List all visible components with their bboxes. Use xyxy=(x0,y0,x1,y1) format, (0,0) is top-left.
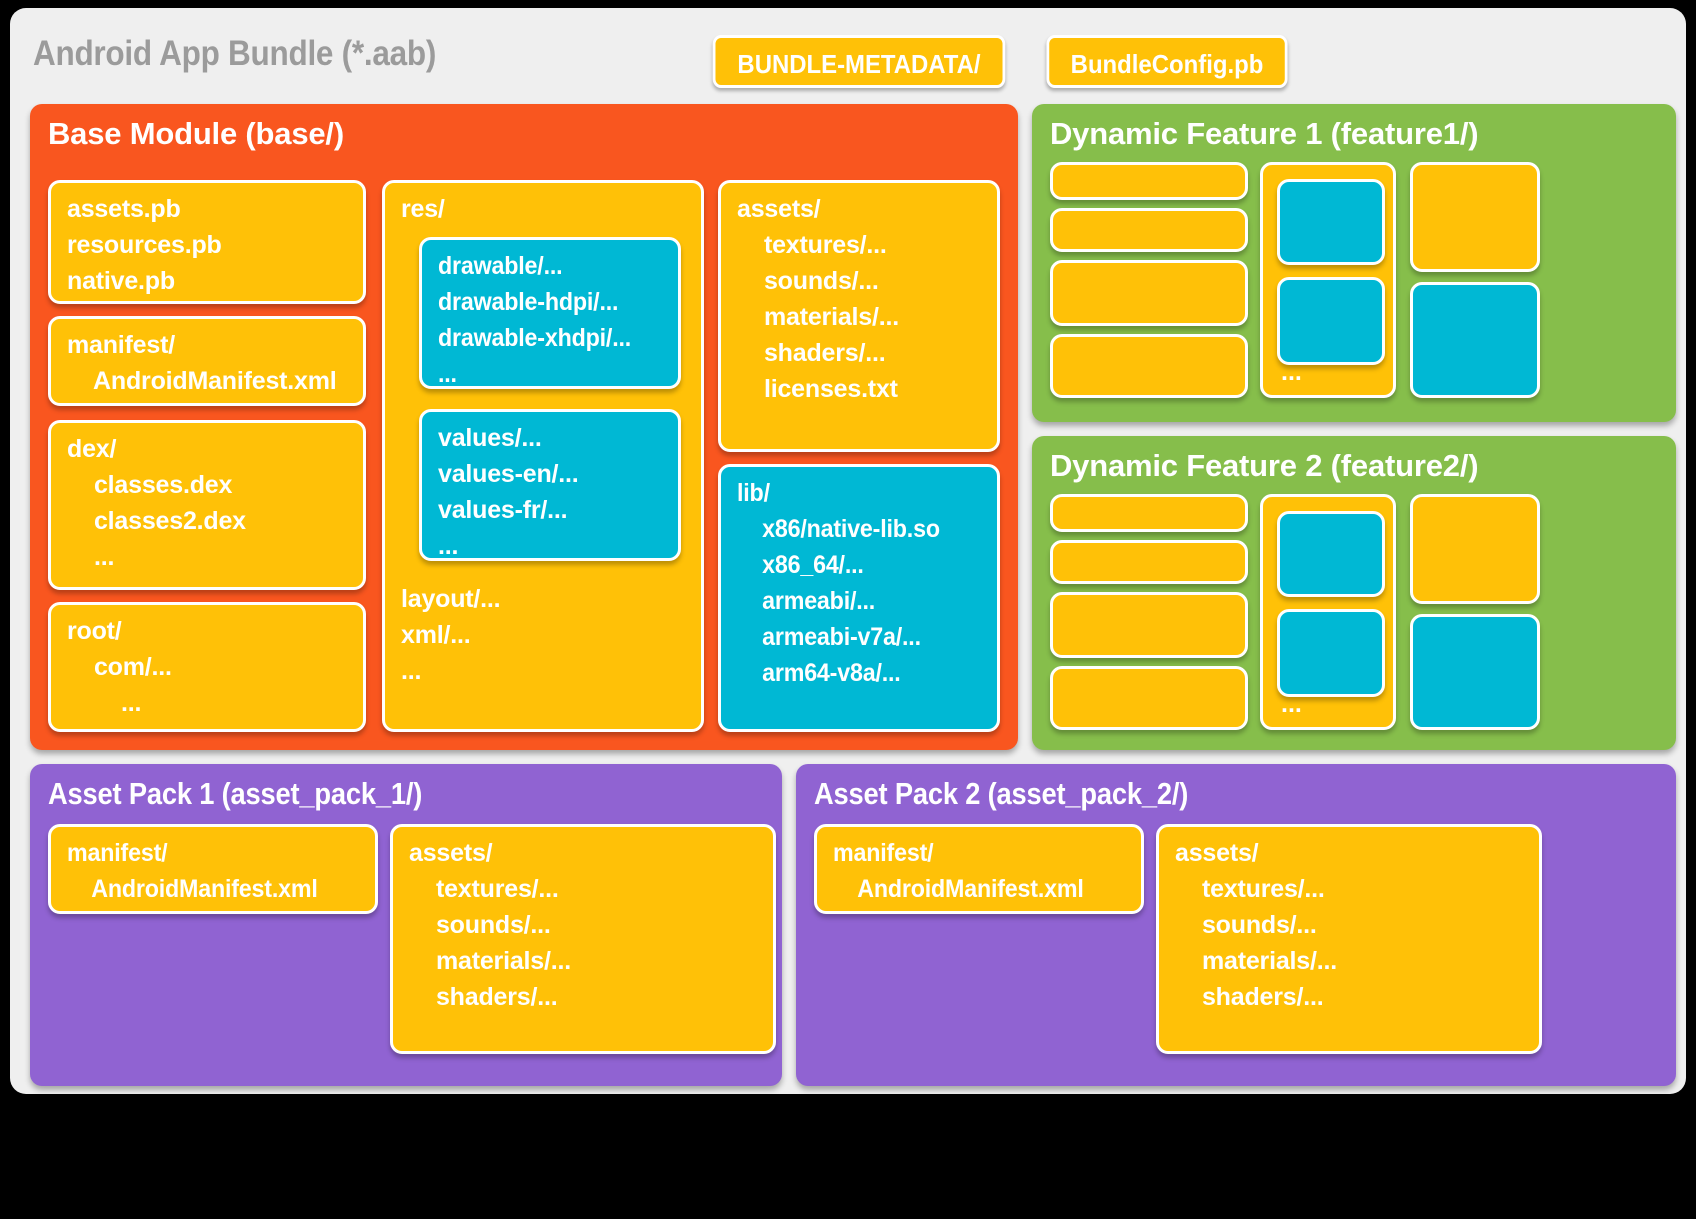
bundle-config-chip[interactable]: BundleConfig.pb xyxy=(1046,35,1288,88)
feature2-card-4[interactable] xyxy=(1050,666,1248,730)
dynamic-feature-2-title: Dynamic Feature 2 (feature2/) xyxy=(1050,448,1479,483)
dynamic-feature-1-panel: Dynamic Feature 1 (feature1/) ... xyxy=(1032,104,1676,422)
feature2-res-sub-1[interactable] xyxy=(1277,511,1385,597)
feature2-res-ellipsis: ... xyxy=(1281,690,1302,718)
card-base-manifest-text: manifest/ AndroidManifest.xml xyxy=(67,331,337,395)
card-res-values-text: values/... values-en/... values-fr/... .… xyxy=(438,424,579,560)
card-base-assets[interactable]: assets/ textures/... sounds/... material… xyxy=(718,180,1000,452)
card-base-dex-text: dex/ classes.dex classes2.dex ... xyxy=(67,435,246,571)
android-app-bundle-container: Android App Bundle (*.aab) BUNDLE-METADA… xyxy=(10,8,1686,1094)
asset-pack-2-assets-text: assets/ textures/... sounds/... material… xyxy=(1175,839,1337,1011)
feature1-card-5[interactable] xyxy=(1410,162,1540,272)
asset-pack-2-panel: Asset Pack 2 (asset_pack_2/) manifest/ A… xyxy=(796,764,1676,1086)
card-base-lib-text: lib/ x86/native-lib.so x86_64/... armeab… xyxy=(737,479,940,687)
asset-pack-1-panel: Asset Pack 1 (asset_pack_1/) manifest/ A… xyxy=(30,764,782,1086)
feature1-card-6[interactable] xyxy=(1410,282,1540,398)
feature1-res-sub-1[interactable] xyxy=(1277,179,1385,265)
dynamic-feature-2-panel: Dynamic Feature 2 (feature2/) ... xyxy=(1032,436,1676,750)
card-base-dex[interactable]: dex/ classes.dex classes2.dex ... xyxy=(48,420,366,590)
asset-pack-1-assets-text: assets/ textures/... sounds/... material… xyxy=(409,839,571,1011)
page-title: Android App Bundle (*.aab) xyxy=(33,34,437,73)
card-base-protos-text: assets.pb resources.pb native.pb xyxy=(67,195,222,295)
card-base-res[interactable]: res/ drawable/... drawable-hdpi/... draw… xyxy=(382,180,704,732)
feature1-card-2[interactable] xyxy=(1050,208,1248,252)
card-res-values[interactable]: values/... values-en/... values-fr/... .… xyxy=(419,409,681,561)
dynamic-feature-1-title: Dynamic Feature 1 (feature1/) xyxy=(1050,116,1479,151)
card-base-lib[interactable]: lib/ x86/native-lib.so x86_64/... armeab… xyxy=(718,464,1000,732)
asset-pack-1-manifest-text: manifest/ AndroidManifest.xml xyxy=(67,839,318,903)
feature1-card-4[interactable] xyxy=(1050,334,1248,398)
card-base-assets-text: assets/ textures/... sounds/... material… xyxy=(737,195,899,403)
asset-pack-1-manifest-card[interactable]: manifest/ AndroidManifest.xml xyxy=(48,824,378,914)
card-base-root-text: root/ com/... ... xyxy=(67,617,172,717)
feature2-card-5[interactable] xyxy=(1410,494,1540,604)
feature1-res-card[interactable]: ... xyxy=(1260,162,1396,398)
feature2-card-3[interactable] xyxy=(1050,592,1248,658)
card-base-res-label: res/ xyxy=(401,195,445,223)
bundle-header: Android App Bundle (*.aab) BUNDLE-METADA… xyxy=(10,8,1686,96)
asset-pack-2-title: Asset Pack 2 (asset_pack_2/) xyxy=(814,776,1189,811)
card-res-drawable[interactable]: drawable/... drawable-hdpi/... drawable-… xyxy=(419,237,681,389)
card-base-root[interactable]: root/ com/... ... xyxy=(48,602,366,732)
feature1-res-ellipsis: ... xyxy=(1281,358,1302,386)
feature2-res-sub-2[interactable] xyxy=(1277,609,1385,697)
base-module-title: Base Module (base/) xyxy=(48,116,344,151)
bundle-metadata-chip[interactable]: BUNDLE-METADATA/ xyxy=(712,35,1006,88)
feature1-card-3[interactable] xyxy=(1050,260,1248,326)
feature2-res-card[interactable]: ... xyxy=(1260,494,1396,730)
feature1-card-1[interactable] xyxy=(1050,162,1248,200)
card-res-drawable-text: drawable/... drawable-hdpi/... drawable-… xyxy=(438,252,632,388)
asset-pack-2-manifest-text: manifest/ AndroidManifest.xml xyxy=(833,839,1084,903)
asset-pack-2-assets-card[interactable]: assets/ textures/... sounds/... material… xyxy=(1156,824,1542,1054)
card-base-res-tail: layout/... xml/... ... xyxy=(401,585,501,685)
feature2-card-6[interactable] xyxy=(1410,614,1540,730)
feature2-card-2[interactable] xyxy=(1050,540,1248,584)
base-module-panel: Base Module (base/) assets.pb resources.… xyxy=(30,104,1018,750)
card-base-manifest[interactable]: manifest/ AndroidManifest.xml xyxy=(48,316,366,406)
asset-pack-2-manifest-card[interactable]: manifest/ AndroidManifest.xml xyxy=(814,824,1144,914)
feature1-res-sub-2[interactable] xyxy=(1277,277,1385,365)
feature2-card-1[interactable] xyxy=(1050,494,1248,532)
card-base-protos[interactable]: assets.pb resources.pb native.pb xyxy=(48,180,366,304)
asset-pack-1-assets-card[interactable]: assets/ textures/... sounds/... material… xyxy=(390,824,776,1054)
asset-pack-1-title: Asset Pack 1 (asset_pack_1/) xyxy=(48,776,423,811)
